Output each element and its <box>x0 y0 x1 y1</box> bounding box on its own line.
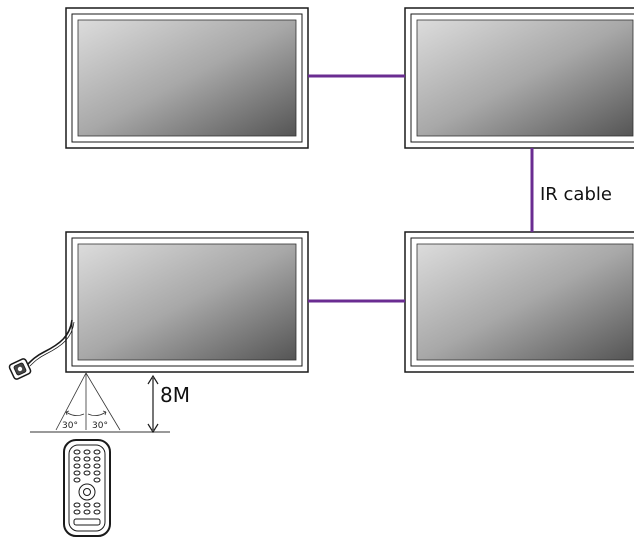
display-top-left <box>65 7 309 149</box>
distance-label: 8M <box>160 383 190 407</box>
ir-cable-label: IR cable <box>540 184 612 205</box>
angle-left-label: 30° <box>62 421 78 431</box>
reception-angle-diagram <box>30 372 170 433</box>
remote-control-icon <box>63 439 111 537</box>
distance-indicator <box>147 374 159 434</box>
display-top-right <box>404 7 634 149</box>
display-bottom-left <box>65 231 309 373</box>
ir-receiver-icon <box>8 319 75 380</box>
angle-right-label: 30° <box>92 421 108 431</box>
display-bottom-right <box>404 231 634 373</box>
